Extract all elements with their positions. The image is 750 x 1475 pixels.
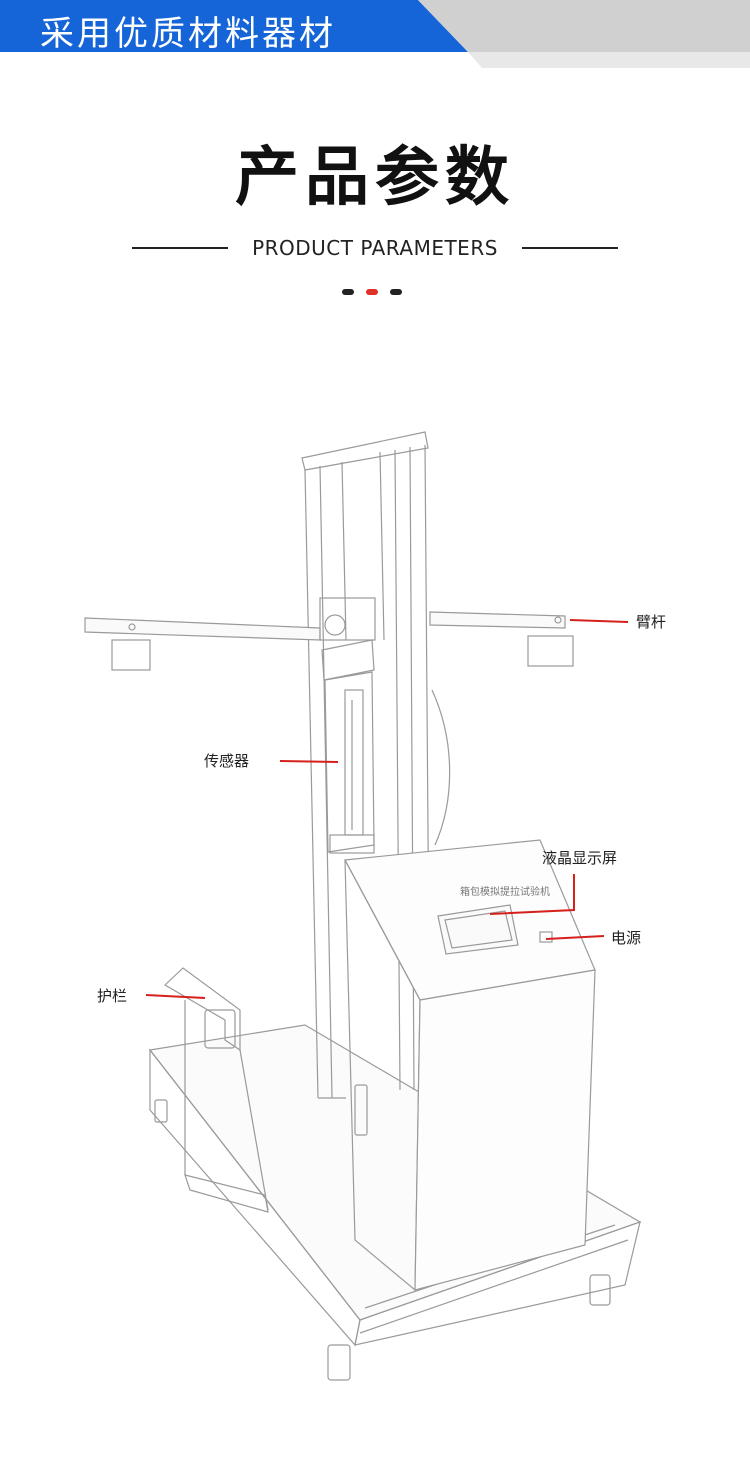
- sensor-pointer: [279, 760, 339, 763]
- vertical-column: [301, 431, 431, 1099]
- arm-bar: [84, 597, 574, 671]
- dot-2: [366, 289, 378, 295]
- top-banner: 采用优质材料器材: [0, 0, 750, 68]
- panel-title: 箱包模拟提拉试验机: [460, 885, 550, 898]
- subtitle-left-rule: [132, 247, 228, 249]
- label-arm: 臂杆: [636, 613, 667, 631]
- control-cabinet: [344, 839, 596, 1292]
- dot-1: [342, 289, 354, 295]
- guard-rail: [164, 967, 269, 1213]
- section-subtitle: PRODUCT PARAMETERS: [252, 236, 498, 260]
- subtitle-right-rule: [522, 247, 618, 249]
- label-lcd: 液晶显示屏: [542, 849, 618, 867]
- cable: [431, 689, 451, 846]
- banner-blue-band: [0, 0, 468, 52]
- machine-illustration: 箱包模拟提拉试验机: [84, 431, 642, 1381]
- section-subtitle-row: PRODUCT PARAMETERS: [0, 234, 750, 264]
- dot-3: [390, 289, 402, 295]
- lcd-pointer: [489, 874, 575, 915]
- power-pointer: [545, 935, 605, 940]
- label-power: 电源: [611, 929, 642, 947]
- sensor-carriage: [321, 639, 375, 854]
- arm-pointer: [569, 619, 629, 623]
- banner-title: 采用优质材料器材: [40, 14, 336, 54]
- callout-pointers: [145, 619, 629, 999]
- guard-pointer: [145, 994, 206, 999]
- section-title: 产品参数: [235, 141, 515, 215]
- label-guard: 护栏: [97, 987, 128, 1005]
- label-sensor: 传感器: [204, 752, 250, 770]
- banner-background: [0, 0, 750, 68]
